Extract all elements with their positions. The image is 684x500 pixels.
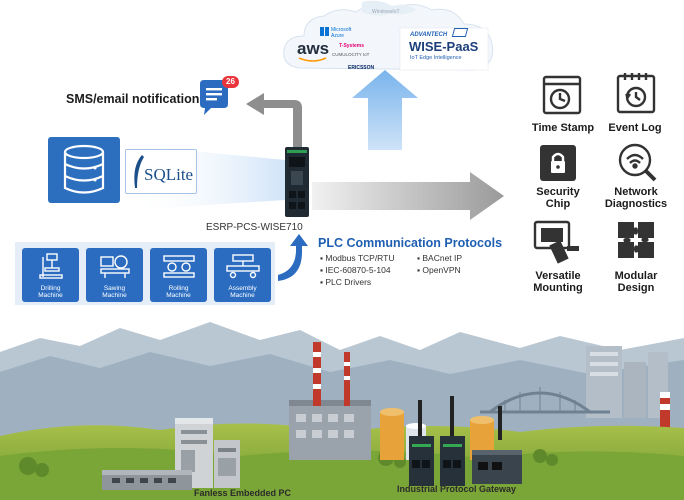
assembly-machine-icon xyxy=(226,254,260,279)
advantech-logo: ADVANTECH xyxy=(410,32,448,38)
windows-iot-logo: WindowsIoT xyxy=(372,9,400,15)
aws-logo: aws xyxy=(297,39,330,58)
feature-label: Time Stamp xyxy=(531,122,595,134)
tsystems-logo: T-Systems xyxy=(339,43,365,49)
aws-smile-icon xyxy=(298,57,327,62)
time-stamp-icon xyxy=(542,75,582,115)
sawing-machine-icon xyxy=(100,255,130,278)
message-bubble-icon xyxy=(200,80,228,115)
security-chip-icon xyxy=(540,145,576,181)
windows-icon xyxy=(320,27,329,36)
cumulocity-logo: CUMULOCITY IoT xyxy=(332,52,370,57)
embedded-pc-caption: Fanless Embedded PC xyxy=(194,488,292,498)
notifications-label: SMS/email notifications xyxy=(66,92,207,106)
cloud-platforms: WindowsIoT Microsoft Azure aws T-Systems… xyxy=(282,0,497,78)
event-log-icon xyxy=(616,73,656,114)
protocol-item: ▪ BACnet IP xyxy=(417,253,463,263)
gateway-caption: Industrial Protocol Gateway xyxy=(397,484,517,494)
notification-count-badge: 26 xyxy=(222,76,239,88)
device-name: ESRP-PCS-WISE710 xyxy=(206,222,303,233)
drilling-machine-icon xyxy=(39,253,63,279)
protocol-item: ▪ OpenVPN xyxy=(417,265,461,275)
ericsson-logo: ERICSSON xyxy=(348,65,375,71)
feature-label: Event Log xyxy=(608,122,662,134)
modular-design-icon xyxy=(618,222,654,258)
protocol-item: ▪ Modbus TCP/RTU xyxy=(320,253,395,263)
database-icon xyxy=(63,144,105,194)
wise710-device xyxy=(285,147,309,217)
wisepaas-logo: WISE-PaaS xyxy=(409,39,479,54)
protocol-item: ▪ PLC Drivers xyxy=(320,277,372,287)
plc-protocols-title: PLC Communication Protocols xyxy=(318,236,503,250)
versatile-mounting-icon xyxy=(533,220,579,264)
network-diagnostics-icon xyxy=(618,143,657,182)
sqlite-logo: SQLite xyxy=(125,149,197,194)
rolling-machine-icon xyxy=(163,255,195,278)
sqlite-label: SQLite xyxy=(144,165,194,184)
cloud-icon xyxy=(283,0,494,71)
azure-logo: Microsoft Azure xyxy=(331,27,352,39)
wisepaas-window-icon xyxy=(451,28,469,37)
sqlite-feather-icon xyxy=(134,155,144,188)
wisepaas-tagline: IoT Edge Intelligence xyxy=(410,55,462,61)
database-panel xyxy=(48,137,120,203)
protocol-item: ▪ IEC-60870-5-104 xyxy=(320,265,391,275)
